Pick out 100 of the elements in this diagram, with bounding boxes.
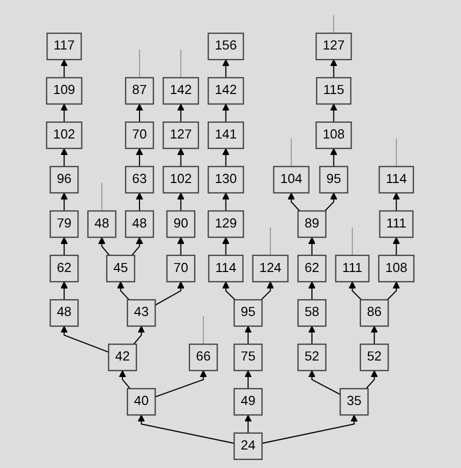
- arrow: [370, 326, 378, 344]
- node-box: [378, 254, 415, 282]
- node-box: [335, 254, 370, 282]
- arrow: [177, 104, 185, 122]
- node-box: [208, 210, 244, 238]
- node-box: [166, 210, 196, 238]
- node-box: [273, 166, 310, 194]
- arrow: [330, 104, 338, 122]
- node-box: [46, 122, 83, 150]
- arrow: [308, 281, 316, 300]
- arrow: [366, 370, 378, 390]
- arrow: [132, 236, 144, 256]
- connector: [203, 316, 204, 345]
- arrow: [222, 104, 230, 122]
- arrow: [244, 414, 252, 434]
- connector: [139, 49, 140, 78]
- arrow: [60, 326, 110, 353]
- arrow: [136, 148, 144, 167]
- arrow: [387, 281, 400, 300]
- arrow: [119, 370, 131, 389]
- node-box: [162, 166, 200, 194]
- arrow: [136, 104, 144, 122]
- arrow: [155, 281, 185, 306]
- arrow: [177, 192, 185, 211]
- node-box: [234, 388, 263, 416]
- arrow: [324, 192, 338, 212]
- node-box: [125, 210, 154, 238]
- arrow: [348, 281, 362, 300]
- node-box: [46, 32, 82, 60]
- arrow: [392, 192, 400, 211]
- node-box: [316, 77, 352, 105]
- node-box: [298, 254, 327, 282]
- node-box: [50, 299, 79, 327]
- arrow: [222, 148, 230, 167]
- connector: [270, 227, 272, 256]
- arrow: [60, 104, 68, 122]
- arrow: [244, 370, 252, 389]
- node-box: [127, 388, 156, 416]
- tree-diagram: 117 156 127 109 87 142 142 115 102 70 127 141 108 96 63 102 130 104 95 114 79 48 48 90 129 89 111 62 45 70 114 124 62 111 108 48 43 95 58 86 42 66 75 52 52 40 49 35 24: [40, 2, 421, 466]
- node-box: [379, 210, 414, 238]
- arrow: [134, 326, 146, 345]
- connector: [291, 138, 292, 167]
- connector: [180, 49, 182, 78]
- node-box: [298, 299, 327, 327]
- arrow: [98, 236, 110, 256]
- arrow: [177, 148, 185, 167]
- arrow: [222, 192, 230, 211]
- connector: [352, 227, 353, 256]
- node-box: [360, 344, 390, 372]
- arrow: [308, 370, 341, 395]
- node-box: [166, 254, 196, 282]
- node-box: [298, 344, 327, 372]
- node-box: [50, 210, 79, 238]
- node-box: [234, 344, 263, 372]
- node-box: [208, 166, 244, 194]
- arrow: [222, 236, 230, 256]
- node-box: [252, 254, 289, 282]
- arrow: [177, 236, 185, 256]
- arrow: [60, 236, 68, 256]
- node-box: [46, 77, 83, 105]
- arrow: [60, 59, 68, 78]
- node-box: [208, 122, 244, 150]
- node-box: [234, 299, 263, 327]
- arrow: [138, 414, 235, 444]
- arrow: [136, 192, 144, 211]
- arrow: [262, 414, 358, 444]
- arrow: [60, 192, 68, 211]
- arrow: [117, 281, 130, 300]
- arrow: [222, 281, 236, 300]
- node-box: [208, 254, 244, 282]
- node-box: [162, 77, 200, 105]
- node-box: [234, 432, 263, 460]
- node-box: [208, 77, 244, 105]
- arrow: [222, 59, 230, 78]
- arrow: [244, 326, 252, 344]
- arrow: [392, 236, 400, 256]
- arrow: [60, 148, 68, 167]
- arrow: [155, 370, 208, 398]
- node-box: [108, 344, 138, 372]
- node-box: [189, 344, 218, 372]
- arrow: [60, 281, 68, 300]
- arrow: [330, 59, 338, 78]
- node-box: [162, 122, 200, 150]
- node-box: [125, 122, 154, 150]
- node-box: [298, 210, 327, 238]
- arrow: [308, 236, 316, 256]
- connector: [396, 138, 397, 167]
- node-box: [125, 77, 154, 105]
- node-box: [125, 166, 154, 194]
- arrow: [330, 148, 338, 167]
- node-box: [106, 254, 136, 282]
- node-box: [50, 254, 79, 282]
- node-box: [340, 388, 369, 416]
- node-box: [360, 299, 390, 327]
- node-box: [316, 32, 352, 60]
- arrow: [308, 326, 316, 344]
- node-box: [378, 166, 414, 194]
- node-box: [50, 166, 79, 194]
- node-box: [316, 122, 352, 150]
- arrow: [261, 281, 274, 300]
